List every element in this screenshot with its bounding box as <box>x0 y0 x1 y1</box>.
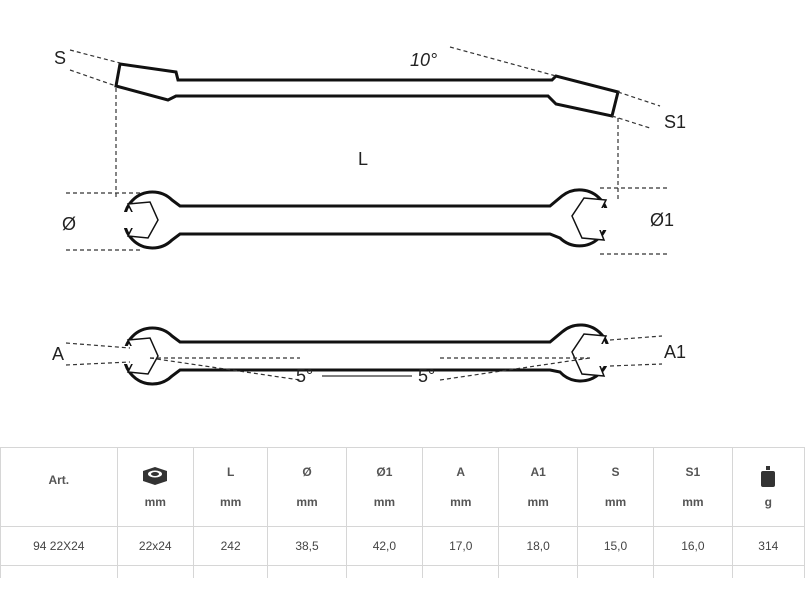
label-a1: A1 <box>664 342 686 362</box>
cell-dia: 38,5 <box>267 526 347 566</box>
cell-a: 17,0 <box>422 526 500 566</box>
label-a: A <box>52 344 64 364</box>
specification-table: Art. mm L mm Ø mm <box>0 447 805 578</box>
cell-a1: 18,0 <box>498 526 578 566</box>
cell-l: 242 <box>192 526 269 566</box>
cell-weight: 314 <box>731 526 805 566</box>
header-weight: g <box>731 447 805 527</box>
header-dia: Ø mm <box>267 447 347 527</box>
table-row-spacer <box>0 565 805 578</box>
label-dia: Ø <box>62 214 76 234</box>
header-a1: A1 mm <box>498 447 578 527</box>
table-row: 94 22X24 22x24 242 38,5 42,0 17,0 18,0 1… <box>0 526 805 566</box>
wrench-technical-drawing: S S1 10° L Ø Ø1 A A1 5° 5° <box>52 46 686 386</box>
header-s: S mm <box>576 447 655 527</box>
table-header-row: Art. mm L mm Ø mm <box>0 447 805 527</box>
label-angle-top: 10° <box>410 50 437 70</box>
label-length: L <box>358 149 368 169</box>
header-l: L mm <box>192 447 269 527</box>
hex-nut-icon <box>118 465 193 487</box>
label-angle-left: 5° <box>296 366 313 386</box>
header-art: Art. <box>0 447 118 527</box>
label-angle-right: 5° <box>418 366 435 386</box>
header-a: A mm <box>422 447 500 527</box>
header-size: mm <box>116 447 194 527</box>
label-s1: S1 <box>664 112 686 132</box>
weight-icon <box>733 465 804 487</box>
wrench-bottom-view: A A1 5° 5° <box>52 323 686 386</box>
wrench-front-view: Ø Ø1 <box>62 187 674 255</box>
cell-art: 94 22X24 <box>0 526 118 566</box>
label-s: S <box>54 48 66 68</box>
header-s1: S1 mm <box>653 447 733 527</box>
header-dia1: Ø1 mm <box>345 447 424 527</box>
cell-s: 15,0 <box>576 526 655 566</box>
cell-size: 22x24 <box>116 526 194 566</box>
wrench-side-view: S S1 10° L <box>54 46 686 200</box>
label-dia1: Ø1 <box>650 210 674 230</box>
cell-s1: 16,0 <box>653 526 733 566</box>
cell-dia1: 42,0 <box>345 526 424 566</box>
